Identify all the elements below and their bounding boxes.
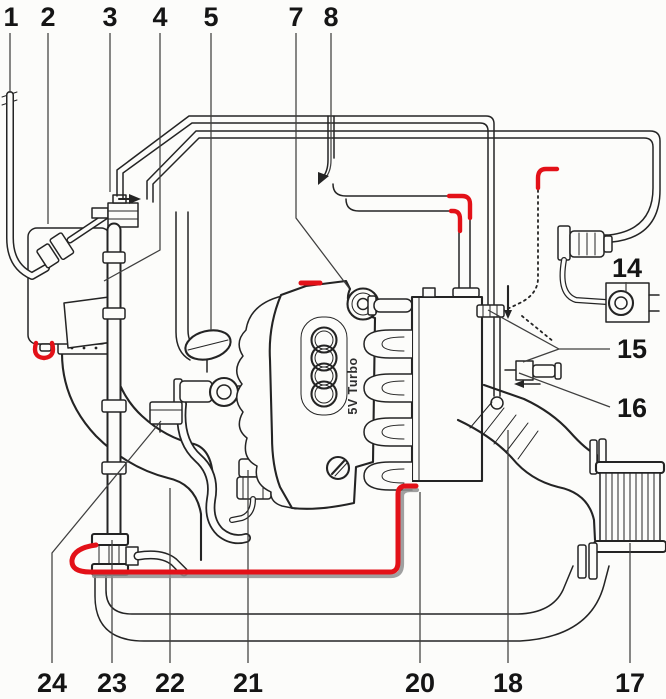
- leader-16: [518, 372, 611, 408]
- callout-22: 22: [155, 668, 185, 698]
- callout-8: 8: [323, 2, 338, 32]
- leader-lines: [9, 33, 631, 663]
- flow-arrow-left-icon: [514, 380, 541, 388]
- callout-17: 17: [615, 668, 645, 698]
- cover-badge-text: 5V Turbo: [346, 357, 360, 414]
- callout-21: 21: [233, 668, 263, 698]
- highlighted-elbow-lower: [448, 208, 463, 234]
- leader-7: [295, 33, 350, 289]
- intake-runners: [363, 329, 413, 491]
- intake-manifold: [363, 284, 512, 491]
- hose-bundle-top: [116, 115, 661, 307]
- callout-18: 18: [493, 668, 523, 698]
- highlighted-elbow-topright: [535, 166, 560, 191]
- callout-4: 4: [152, 2, 167, 32]
- leader-15: [487, 309, 610, 363]
- callout-labels: 1 2 3 4 5 7 8 14 15 16 24 23 22 21 20 18…: [3, 2, 647, 698]
- highlighted-elbow-upper: [446, 193, 473, 221]
- callout-7: 7: [288, 2, 303, 32]
- bracket-14: [605, 282, 660, 323]
- air-filter-duct-17: [592, 460, 666, 554]
- callout-5: 5: [203, 2, 218, 32]
- flow-arrow-down-icon: [504, 284, 512, 319]
- callout-16: 16: [617, 393, 647, 423]
- cover-emblem-icon: [325, 455, 351, 481]
- callout-24: 24: [37, 668, 67, 698]
- leader-4: [103, 33, 161, 282]
- charge-pipe-bottom: [94, 542, 610, 642]
- highlighted-hoses: [32, 166, 560, 579]
- supply-pipe: [101, 211, 199, 542]
- highlight-shadow: [91, 487, 420, 579]
- leader-24: [51, 420, 162, 663]
- callout-1: 1: [3, 2, 18, 32]
- callout-2: 2: [40, 2, 55, 32]
- breather-hose-1: [1, 91, 110, 280]
- audi-rings-icon: [310, 326, 338, 408]
- callout-15: 15: [617, 334, 647, 364]
- pressure-regulator-21: [229, 458, 272, 523]
- callout-23: 23: [97, 668, 127, 698]
- turbo-actuator: [184, 329, 232, 373]
- vacuum-valve-3: [91, 194, 141, 228]
- bypass-valve-16: [504, 360, 562, 388]
- dash-dot-vacuum-line: [502, 189, 555, 343]
- leader-8-arrowhead: [318, 172, 329, 185]
- crankcase-hose-8: [321, 115, 480, 298]
- flow-arrow-icon: [117, 194, 141, 204]
- callout-3: 3: [102, 2, 117, 32]
- callout-20: 20: [405, 668, 435, 698]
- engine-cover: 5V Turbo: [236, 279, 380, 510]
- highlighted-ring: [32, 340, 56, 361]
- turbocharger: [173, 376, 253, 408]
- callout-14: 14: [612, 253, 642, 283]
- check-valve-assembly: [557, 225, 660, 323]
- highlighted-hose-main: [69, 483, 419, 575]
- valve-24-target: [149, 401, 183, 433]
